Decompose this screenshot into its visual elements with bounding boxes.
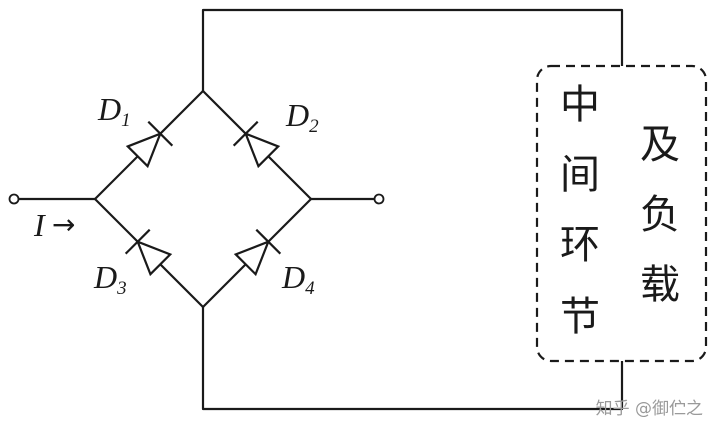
diode-d4 <box>233 228 282 277</box>
diode-d2-triangle <box>243 131 281 169</box>
diode-d2 <box>232 120 281 169</box>
diode-d1-bar <box>147 120 174 147</box>
wire-output-bottom <box>201 305 624 411</box>
diode-d4-label: D4 <box>281 259 315 299</box>
current-arrow: → <box>52 208 75 241</box>
diode-d3-bar <box>124 228 151 255</box>
diode-d1-label: D1 <box>97 91 131 131</box>
load-char-5: 及 <box>640 122 680 168</box>
load-text-right-column: 及 负 载 <box>640 122 680 308</box>
diode-d3-triangle <box>135 239 173 277</box>
diode-d1-subscript: 1 <box>121 110 131 131</box>
diode-d2-label: D2 <box>285 97 319 137</box>
wire-output-top <box>201 8 624 93</box>
load-char-7: 载 <box>640 262 680 308</box>
current-label: I <box>33 207 46 243</box>
load-text-left-column: 中 间 环 节 <box>560 82 600 340</box>
load-char-2: 间 <box>560 152 600 198</box>
load-char-3: 环 <box>560 222 600 268</box>
diode-d2-bar <box>232 120 259 147</box>
diode-d4-triangle <box>233 239 271 277</box>
terminal-right <box>373 193 385 205</box>
load-char-1: 中 <box>560 82 600 128</box>
diode-d1 <box>125 120 174 169</box>
diode-d4-subscript: 4 <box>305 278 315 299</box>
diode-d3-subscript: 3 <box>116 278 127 299</box>
terminal-left <box>8 193 20 205</box>
watermark: 知乎 @御伫之 <box>596 399 703 419</box>
load-char-6: 负 <box>640 192 680 238</box>
diode-d4-bar <box>255 228 282 255</box>
diode-d3 <box>124 228 173 277</box>
diode-d1-triangle <box>125 131 163 169</box>
load-char-4: 节 <box>560 294 600 340</box>
diode-d3-label: D3 <box>93 259 127 299</box>
diode-d2-subscript: 2 <box>309 116 319 137</box>
load-box <box>535 64 708 363</box>
